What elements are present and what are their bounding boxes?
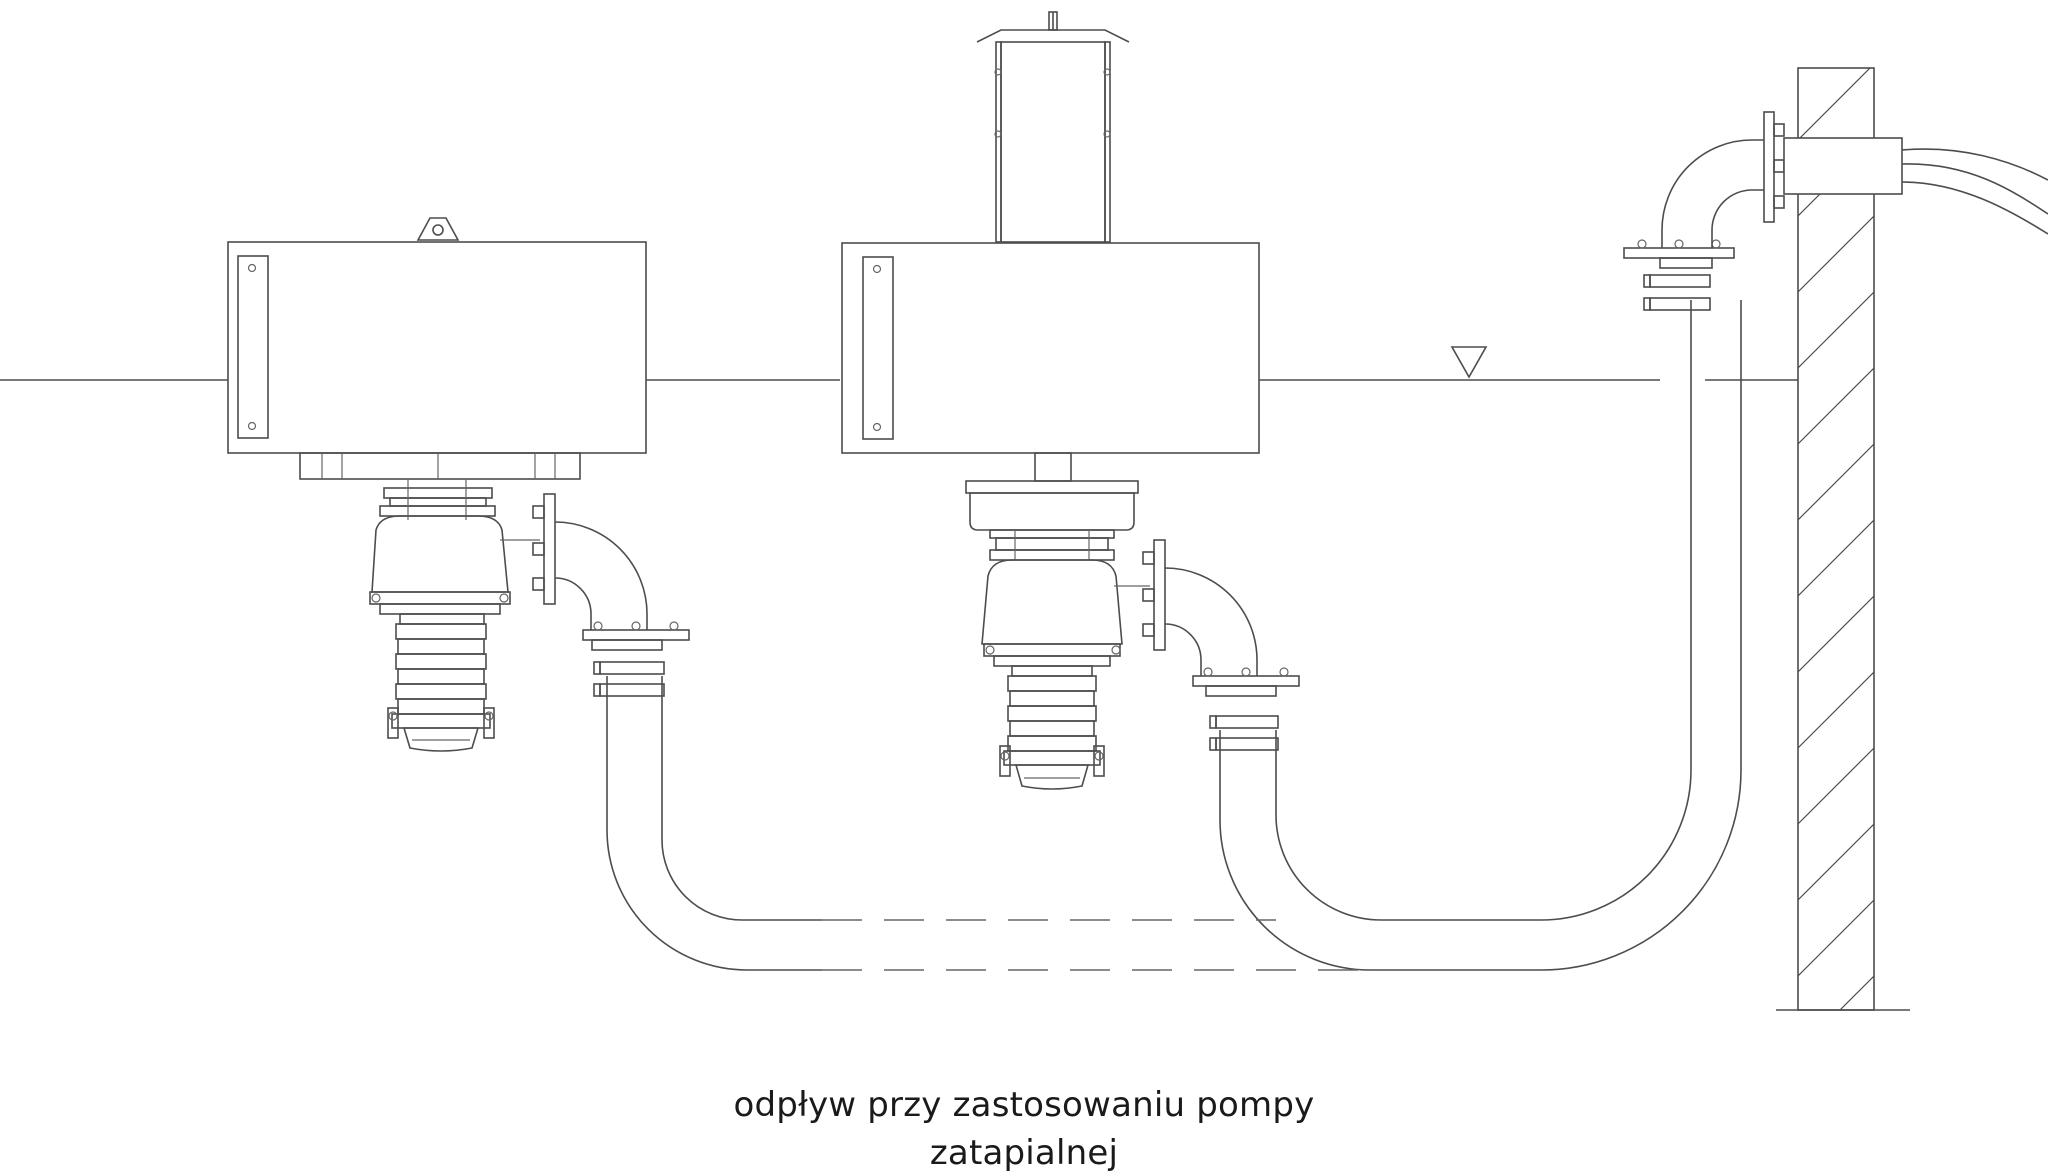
right-submersible-pump — [965, 480, 1150, 790]
main-discharge-hose — [1219, 300, 1742, 971]
hatched-wall — [1776, 67, 1910, 1011]
caption-line-1: odpływ przy zastosowaniu pompy — [733, 1085, 1315, 1125]
hidden-pipeline-dashed — [822, 919, 1370, 971]
right-discharge-elbow — [1142, 539, 1300, 751]
left-discharge-elbow — [532, 493, 690, 697]
outlet-pipe-beyond-wall — [1901, 148, 2048, 235]
left-submersible-pump — [369, 479, 540, 752]
water-level-marker-icon — [1450, 346, 1488, 379]
right-pump-float-unit — [841, 11, 1260, 482]
wall-outlet-elbow — [1623, 111, 1785, 311]
left-flexible-hose — [606, 676, 822, 971]
left-pump-float-unit — [227, 217, 647, 480]
caption-line-2: zatapialnej — [929, 1133, 1119, 1173]
